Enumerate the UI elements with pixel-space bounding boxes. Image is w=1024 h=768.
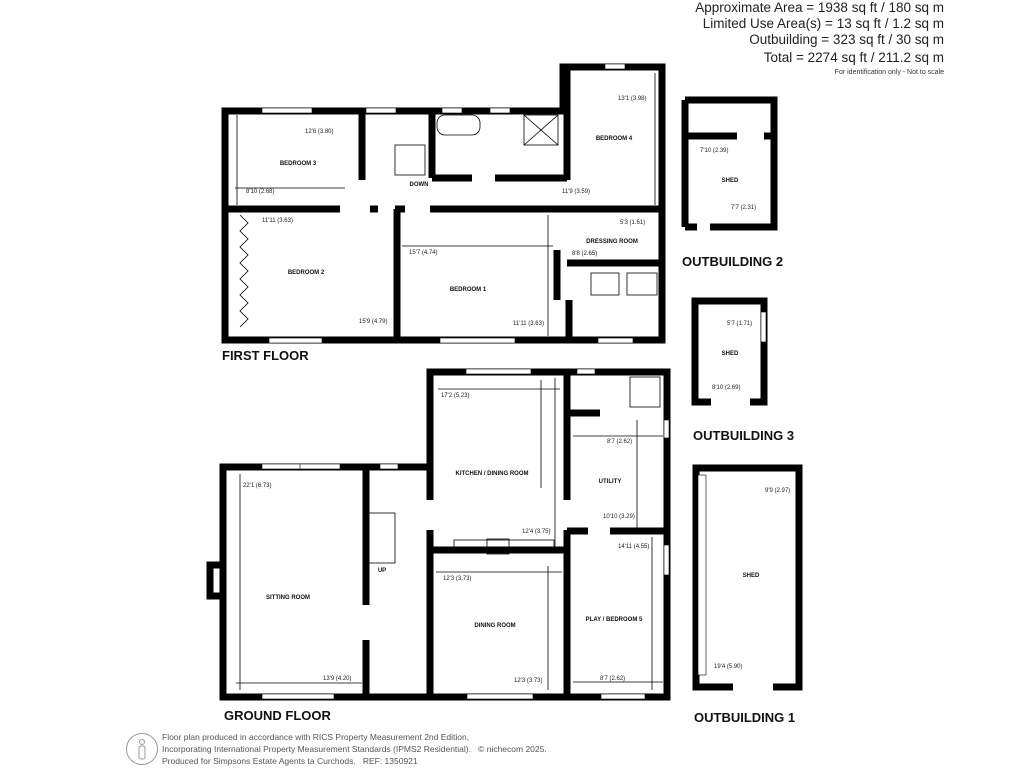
room-label: SHED bbox=[722, 351, 739, 357]
outbuilding-1: SHED 9'9 (2.97) 19'4 (5.90) OUTBUILDING … bbox=[692, 464, 803, 725]
room-label: BEDROOM 4 bbox=[596, 136, 633, 142]
outbuilding-3: SHED 5'7 (1.71) 8'10 (2.69) OUTBUILDING … bbox=[691, 297, 794, 443]
room-dimension: 11'11 (3.63) bbox=[262, 218, 293, 224]
room-label: BEDROOM 2 bbox=[288, 270, 325, 276]
room-dimension: 8'10 (2.68) bbox=[246, 189, 275, 195]
footer-line-3: Produced for Simpsons Estate Agents ta C… bbox=[162, 756, 356, 766]
room-dimension: 5'7 (1.71) bbox=[727, 321, 752, 327]
room-dimension: 13'9 (4.20) bbox=[323, 676, 352, 682]
reference: REF: 1350921 bbox=[362, 756, 418, 766]
room-dimension: 12'6 (3.80) bbox=[305, 129, 334, 135]
room-dimension: 12'4 (3.75) bbox=[522, 529, 551, 535]
room-dimension: 9'9 (2.97) bbox=[765, 488, 790, 494]
room-dimension: 19'4 (5.90) bbox=[714, 664, 743, 670]
room-dimension: 7'10 (2.39) bbox=[700, 148, 729, 154]
room-dimension: 13'1 (3.98) bbox=[618, 96, 647, 102]
room-label: KITCHEN / DINING ROOM bbox=[456, 471, 529, 477]
copyright: © nichecom 2025. bbox=[478, 744, 547, 754]
room-label: BEDROOM 3 bbox=[280, 161, 317, 167]
room-label: PLAY / BEDROOM 5 bbox=[586, 617, 643, 623]
room-label: DRESSING ROOM bbox=[586, 239, 638, 245]
room-dimension: 22'1 (6.73) bbox=[243, 483, 272, 489]
person-outline-icon bbox=[126, 733, 158, 765]
room-label: BEDROOM 1 bbox=[450, 287, 487, 293]
room-dimension: 8'7 (2.62) bbox=[607, 439, 632, 445]
room-dimension: 14'11 (4.55) bbox=[618, 544, 649, 550]
limited-use-area: Limited Use Area(s) = 13 sq ft / 1.2 sq … bbox=[702, 16, 944, 31]
approximate-area: Approximate Area = 1938 sq ft / 180 sq m bbox=[695, 0, 944, 15]
room-dimension: 11'9 (3.59) bbox=[562, 189, 590, 195]
first-floor-plan: BEDROOM 3 12'6 (3.80) 8'10 (2.68) BEDROO… bbox=[221, 63, 666, 363]
scale-note: For identification only - Not to scale bbox=[834, 69, 944, 76]
room-dimension: 7'7 (2.31) bbox=[731, 205, 756, 211]
room-dimension: 17'2 (5.23) bbox=[441, 393, 470, 399]
room-dimension: 11'11 (3.63) bbox=[513, 321, 544, 327]
room-dimension: 15'7 (4.74) bbox=[409, 250, 438, 256]
room-dimension: 10'10 (3.29) bbox=[603, 514, 635, 520]
floor-title: FIRST FLOOR bbox=[222, 348, 309, 363]
room-dimension: 12'3 (3.73) bbox=[443, 576, 472, 582]
total-area: Total = 2274 sq ft / 211.2 sq m bbox=[763, 50, 944, 65]
room-dimension: 5'3 (1.61) bbox=[620, 220, 645, 226]
footer-line-2: Incorporating International Property Mea… bbox=[162, 744, 471, 754]
outbuilding-area: Outbuilding = 323 sq ft / 30 sq m bbox=[749, 32, 944, 47]
room-dimension: 8'8 (2.65) bbox=[572, 251, 597, 257]
outbuilding-2: SHED 7'10 (2.39) 7'7 (2.31) OUTBUILDING … bbox=[681, 96, 783, 269]
footer-line-1: Floor plan produced in accordance with R… bbox=[162, 732, 470, 742]
footer-credits: Floor plan produced in accordance with R… bbox=[162, 731, 547, 767]
room-dimension: 12'3 (3.73) bbox=[514, 678, 543, 684]
stairs-label: UP bbox=[378, 568, 386, 574]
outbuilding-title: OUTBUILDING 2 bbox=[682, 254, 783, 269]
room-label: DINING ROOM bbox=[474, 623, 515, 629]
room-dimension: 8'7 (2.62) bbox=[600, 676, 625, 682]
room-label: UTILITY bbox=[599, 479, 622, 485]
room-dimension: 15'9 (4.79) bbox=[359, 319, 388, 325]
floor-title: GROUND FLOOR bbox=[224, 708, 331, 723]
ground-floor-plan: SITTING ROOM 22'1 (6.73) 13'9 (4.20) KIT… bbox=[206, 368, 671, 723]
stairs-label: DOWN bbox=[410, 182, 429, 188]
outbuilding-title: OUTBUILDING 3 bbox=[693, 428, 794, 443]
room-label: SHED bbox=[743, 573, 760, 579]
room-label: SHED bbox=[722, 178, 739, 184]
outbuilding-title: OUTBUILDING 1 bbox=[694, 710, 795, 725]
area-summary: Approximate Area = 1938 sq ft / 180 sq m… bbox=[695, 0, 944, 80]
room-dimension: 8'10 (2.69) bbox=[712, 385, 741, 391]
room-label: SITTING ROOM bbox=[266, 595, 310, 601]
